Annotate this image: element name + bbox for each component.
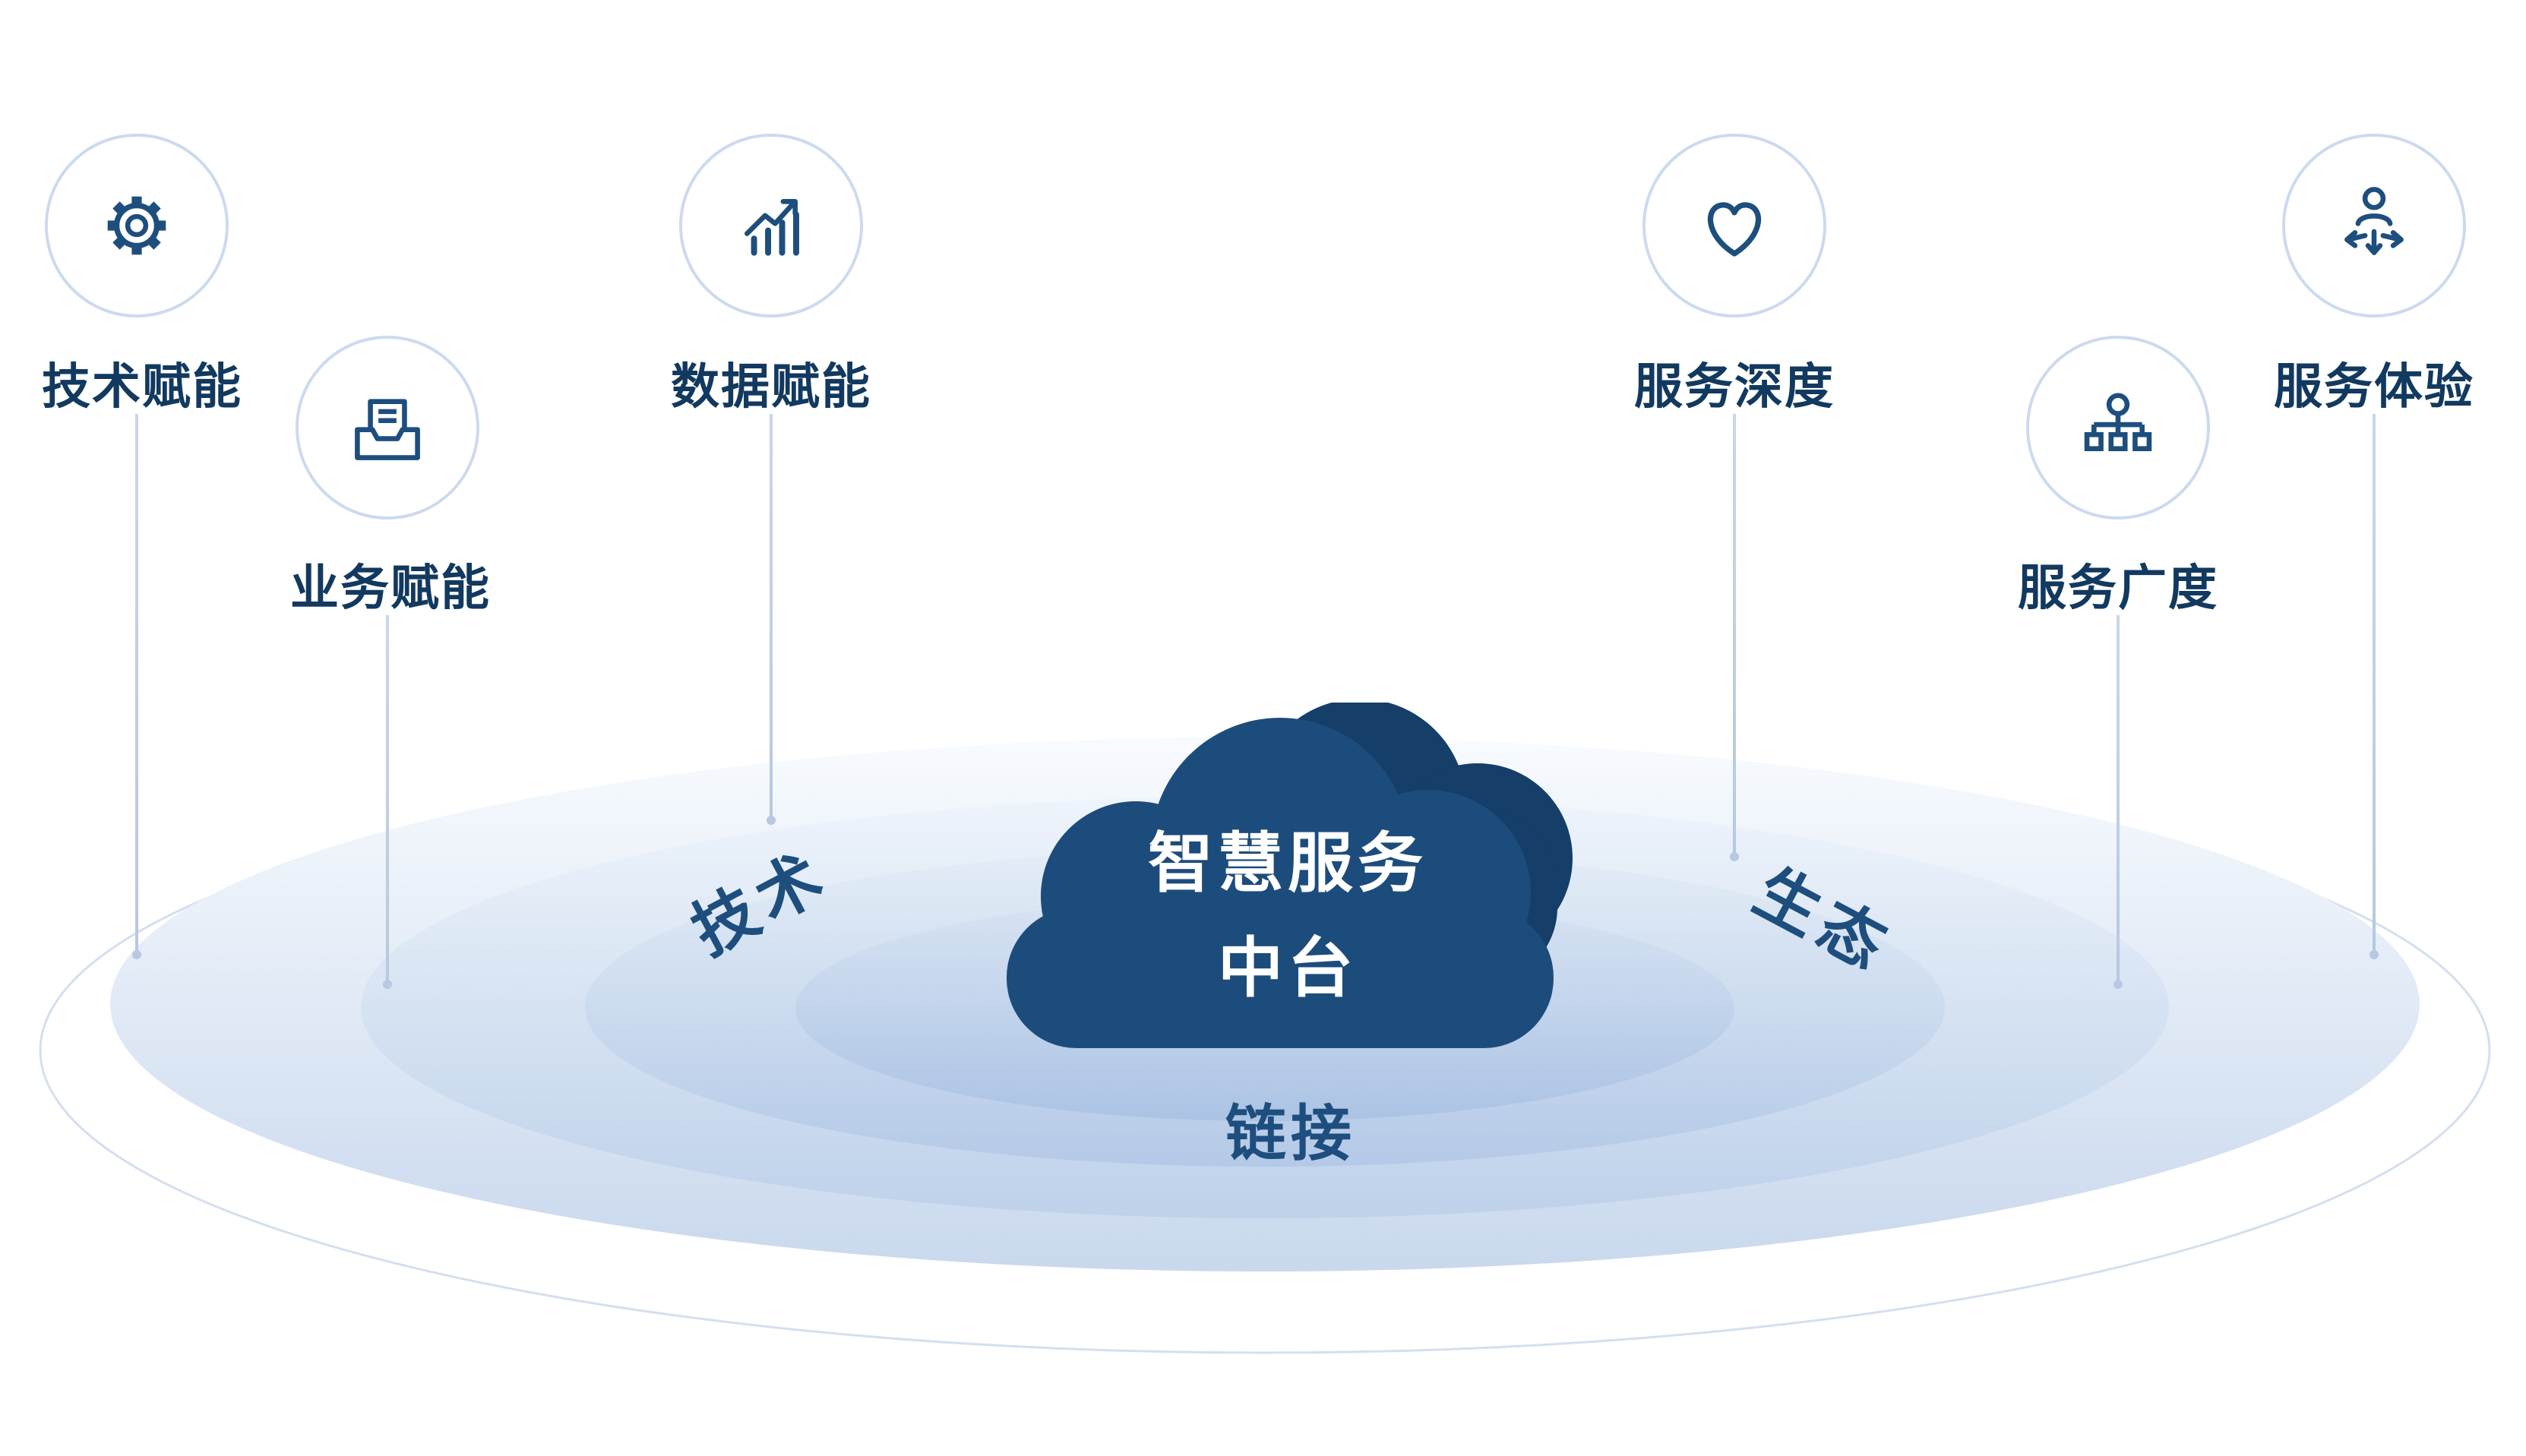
gear-icon xyxy=(107,196,166,255)
hierarchy-icon xyxy=(2084,393,2152,452)
chart-trend-up-icon xyxy=(745,199,799,256)
business-empowerment-label: 业务赋能 xyxy=(290,561,491,615)
cloud-title: 智慧服务 中台 xyxy=(1148,811,1427,1021)
inbox-document-icon xyxy=(355,399,420,460)
service-experience-circle xyxy=(2282,134,2466,317)
person-arrows-icon xyxy=(2344,187,2404,255)
connector-line-experience xyxy=(2373,414,2376,955)
heart-icon xyxy=(1707,202,1762,257)
business-empowerment-circle xyxy=(296,336,479,520)
connector-line-breadth xyxy=(2117,615,2120,984)
ring-label-link: 链接 xyxy=(1225,1100,1356,1167)
cloud-shape xyxy=(1007,703,1573,1048)
connector-line-tech xyxy=(135,414,138,955)
connector-line-depth xyxy=(1733,414,1736,857)
service-experience-label: 服务体验 xyxy=(2274,359,2474,414)
service-depth-label: 服务深度 xyxy=(1634,359,1835,414)
cloud-title-line1: 智慧服务 xyxy=(1148,827,1427,900)
connector-line-data xyxy=(770,414,773,820)
data-empowerment-label: 数据赋能 xyxy=(671,359,871,414)
cloud-front-layer xyxy=(1007,718,1554,1048)
connector-line-business xyxy=(386,615,389,984)
service-breadth-label: 服务广度 xyxy=(2018,561,2218,615)
service-depth-circle xyxy=(1642,134,1826,317)
data-empowerment-circle xyxy=(679,134,863,317)
service-breadth-circle xyxy=(2026,336,2210,520)
cloud-title-line2: 中台 xyxy=(1218,932,1358,1005)
tech-empowerment-label: 技术赋能 xyxy=(42,359,242,414)
tech-empowerment-circle xyxy=(45,134,229,317)
